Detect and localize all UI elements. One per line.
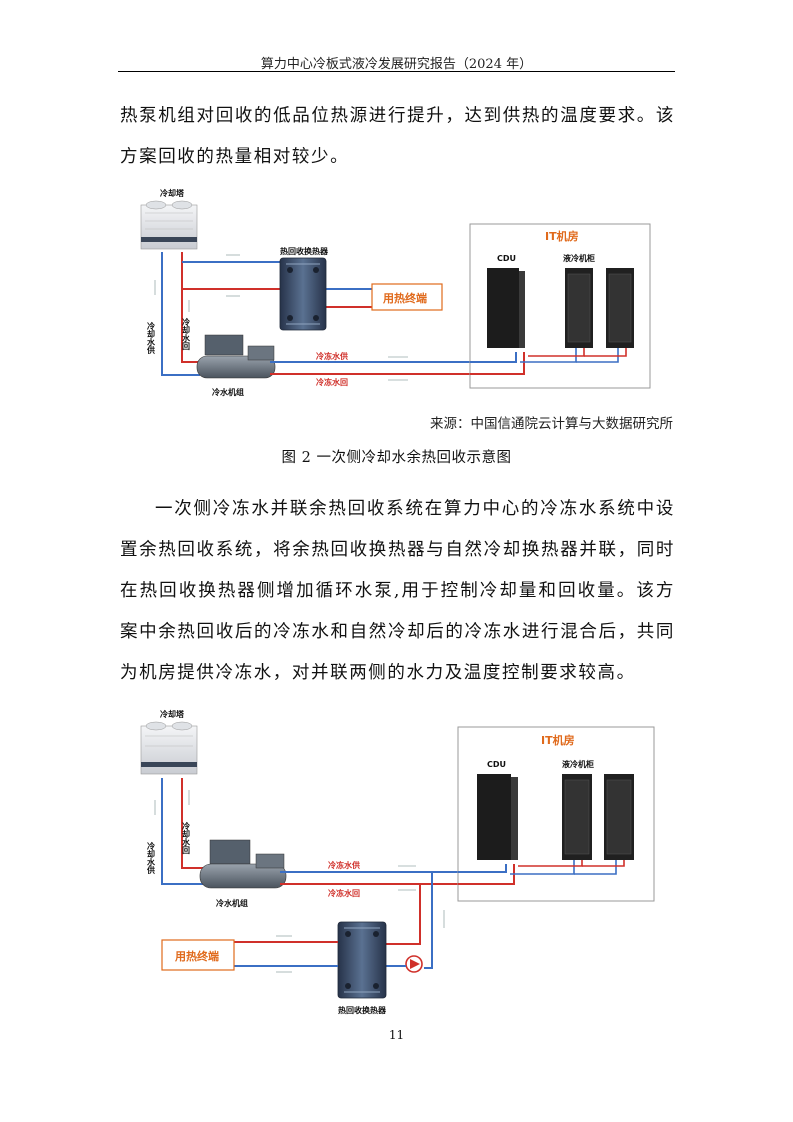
label-cdu-2: CDU [487,760,506,769]
figure-caption: 图 2 一次侧冷却水余热回收示意图 [281,450,512,466]
label-cdu: CDU [497,254,516,263]
paragraph-1: 热泵机组对回收的低品位热源进行提升，达到供热的温度要求。该方案回收的热量相对较少… [120,106,675,167]
label-it-room-2: IT机房 [541,733,575,747]
label-chilled-supply: 冷冻水供 [316,351,348,361]
label-it-room: IT机房 [545,229,579,243]
cdu-icon [477,774,518,860]
label-heat-exchanger: 热回收换热器 [280,246,329,256]
label-heat-exchanger-2: 热回收换热器 [338,1005,387,1015]
label-liquid-cabinet: 液冷机柜 [563,253,595,263]
label-cooling-supply-2: 冷却水供 [146,841,156,875]
chiller-icon [199,839,287,889]
label-cooling-return: 冷却水回 [181,317,191,351]
heat-terminal-box [371,283,443,311]
label-liquid-cabinet-2: 液冷机柜 [562,759,594,769]
heat-terminal-box [161,939,235,971]
paragraph-2: 一次侧冷冻水并联余热回收系统在算力中心的冷冻水系统中设置余热回收系统，将余热回收… [120,499,675,683]
header-rule [118,71,675,72]
figure-source: 来源：中国信通院云计算与大数据研究所 [430,416,673,432]
liquid-cabinet-icon [565,268,634,348]
label-chilled-return: 冷冻水回 [316,377,348,387]
cooling-tower-icon [140,200,198,250]
label-heat-terminal: 用热终端 [383,291,427,305]
running-header: 算力中心冷板式液冷发展研究报告（2024 年） [260,57,533,72]
heat-exchanger-icon [337,921,387,999]
chiller-icon [196,334,276,379]
label-chilled-supply-2: 冷冻水供 [328,860,360,870]
label-cooling-tower: 冷却塔 [160,188,185,198]
label-chilled-return-2: 冷冻水回 [328,888,360,898]
label-cooling-tower-2: 冷却塔 [160,709,185,719]
figure-1: 冷却塔 热回收换热器 用热终端 冷却水供 冷却水回 冷水 [140,188,651,397]
label-chiller-2: 冷水机组 [216,898,248,908]
label-cooling-supply: 冷却水供 [146,321,156,355]
page-number: 11 [388,1028,405,1042]
label-chiller: 冷水机组 [212,387,244,397]
heat-exchanger-icon [279,257,327,331]
label-heat-terminal-2: 用热终端 [175,949,219,963]
cdu-icon [487,268,525,348]
label-cooling-return-2: 冷却水回 [181,821,191,855]
figure-2: 冷却塔 冷却水供 冷却水回 冷水机组 冷冻水供 冷冻水回 热回收换热器 [140,709,655,1015]
liquid-cabinet-icon [562,774,634,860]
cooling-tower-icon [140,721,198,775]
